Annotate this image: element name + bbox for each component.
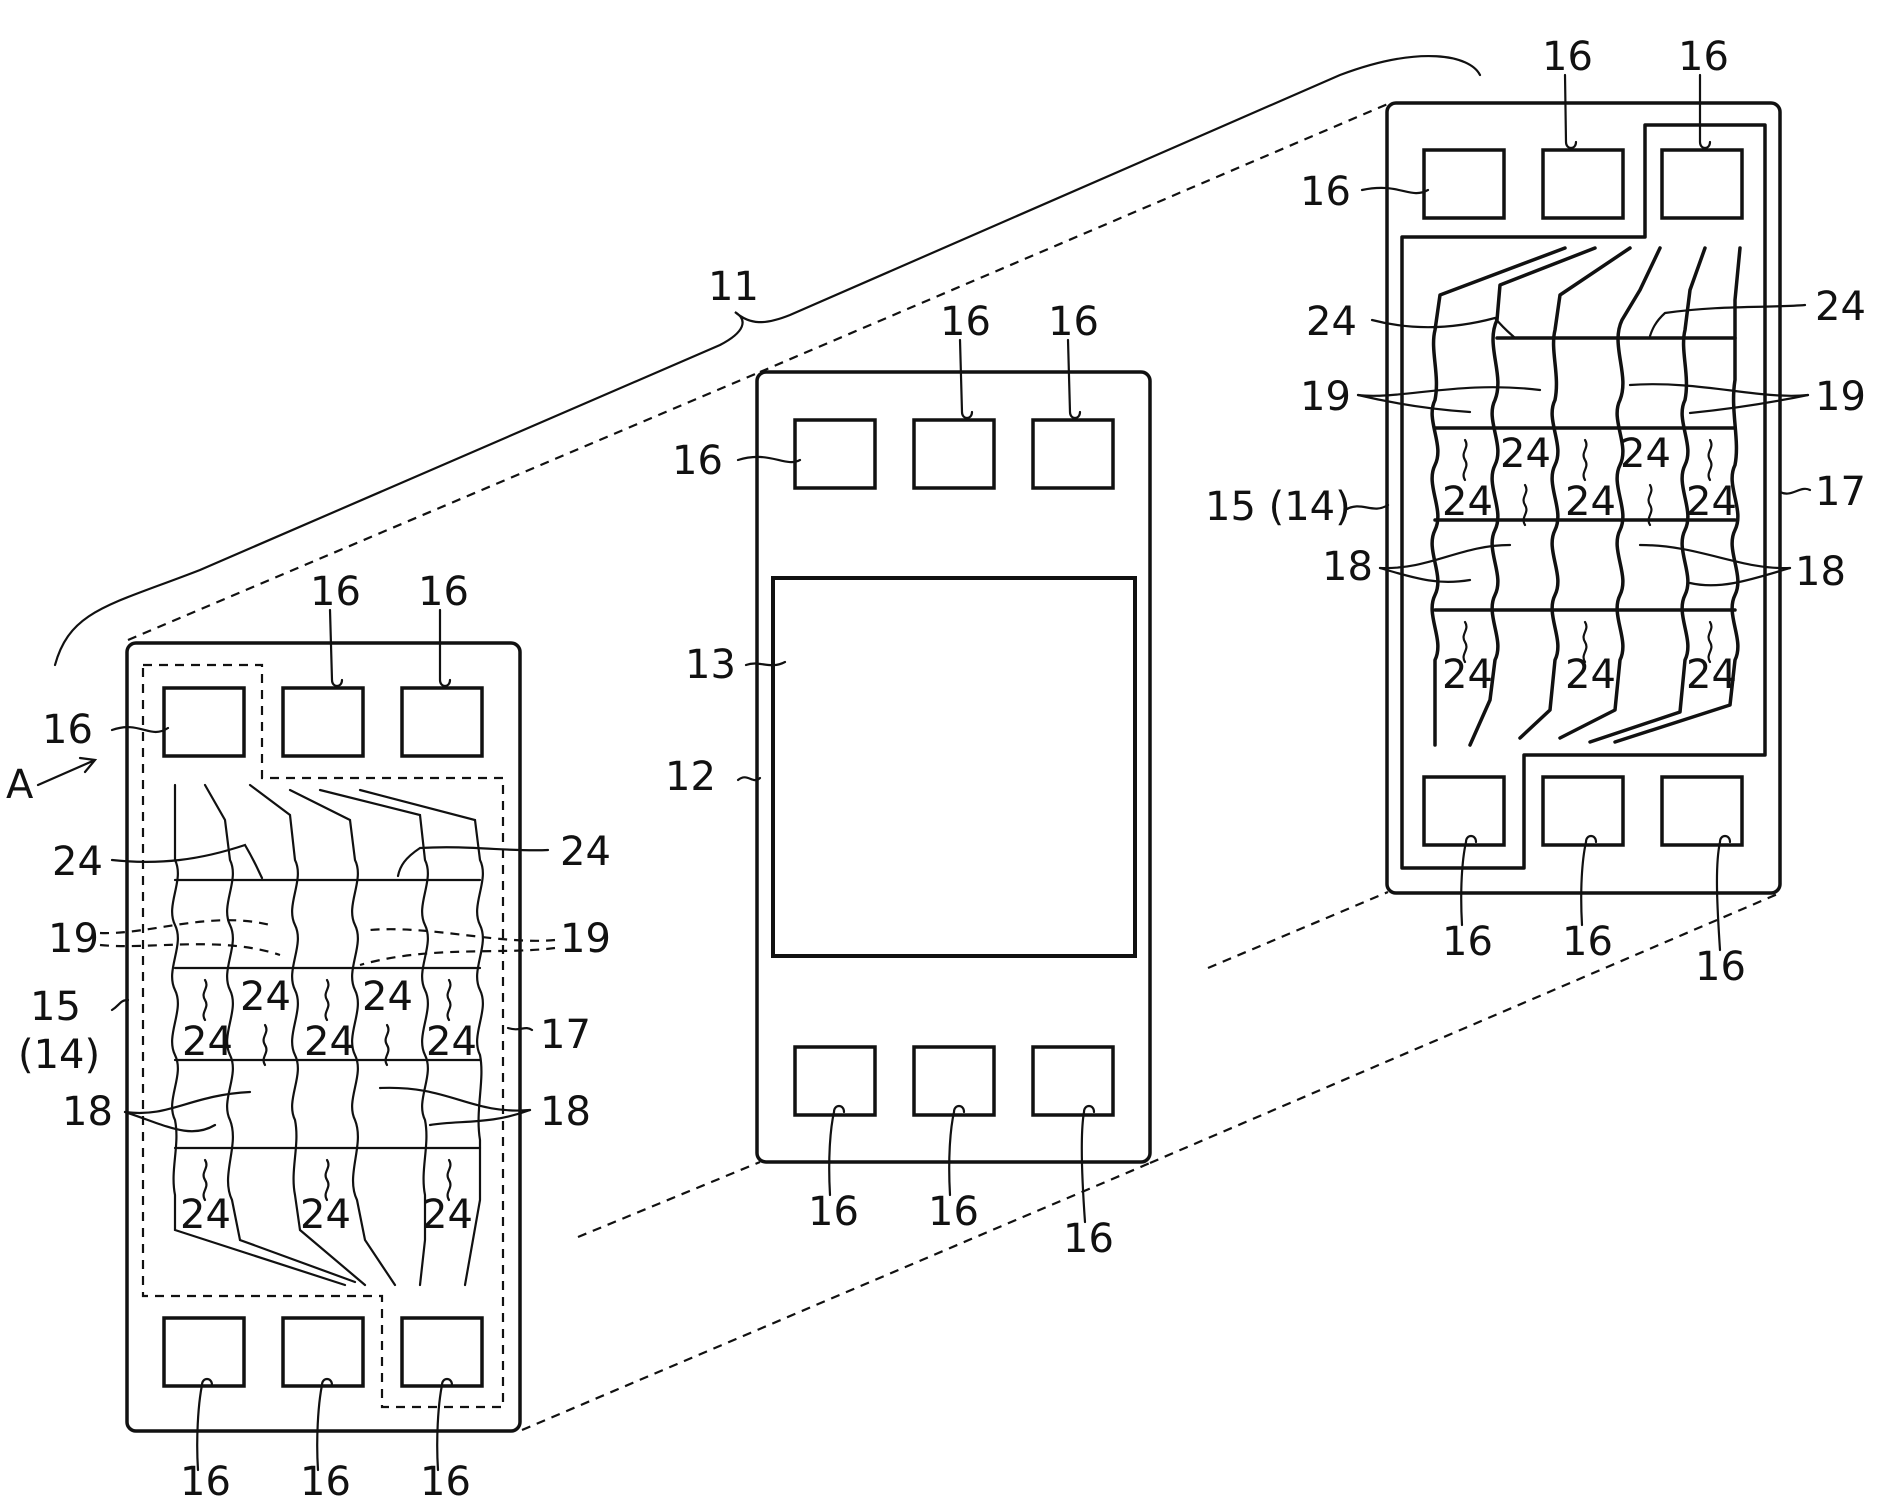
left-label-wire-24f: 24: [304, 1019, 355, 1065]
center-pad-top-2: [914, 420, 994, 488]
right-label-pad-6: 16: [1695, 944, 1746, 990]
right-label-wire-24g: 24: [1686, 479, 1737, 525]
right-label-wire-24j: 24: [1686, 652, 1737, 698]
right-label-wire-24c: 24: [1500, 431, 1551, 477]
left-panel: A 16 16 16 24 24 19 19 15 (14) 17 18 18 …: [6, 569, 611, 1502]
center-pad-bot-3: [1033, 1047, 1113, 1115]
left-label-group-18b: 18: [540, 1089, 591, 1135]
left-label-wire-24g: 24: [426, 1019, 477, 1065]
left-label-pad-6: 16: [420, 1459, 471, 1502]
left-pad-top-1: [164, 688, 244, 756]
center-label-chip-13: 13: [685, 642, 736, 688]
left-label-pad-1: 16: [42, 707, 93, 753]
right-pad-top-2: [1543, 150, 1623, 218]
left-label-wire-24j: 24: [422, 1192, 473, 1238]
left-label-layer-15: 15: [30, 984, 81, 1030]
right-label-wire-24h: 24: [1442, 652, 1493, 698]
center-label-pad-4: 16: [808, 1189, 859, 1235]
left-label-wire-24c: 24: [240, 974, 291, 1020]
left-label-layer-14: (14): [18, 1032, 100, 1078]
center-panel: 16 16 16 13 12 16 16 16: [665, 299, 1150, 1262]
right-label-crossing-19b: 19: [1815, 374, 1866, 420]
left-label-boundary-17: 17: [540, 1012, 591, 1058]
right-label-pad-2: 16: [1542, 34, 1593, 80]
right-label-wire-24d: 24: [1620, 431, 1671, 477]
left-pad-bot-2: [283, 1318, 363, 1386]
left-label-wire-24h: 24: [180, 1192, 231, 1238]
right-label-wire-24e: 24: [1442, 479, 1493, 525]
center-chip-region: [773, 578, 1135, 956]
left-label-pad-4: 16: [180, 1459, 231, 1502]
right-label-group-18b: 18: [1795, 549, 1846, 595]
left-label-group-18a: 18: [62, 1089, 113, 1135]
left-pad-top-2: [283, 688, 363, 756]
left-label-wire-24b: 24: [560, 829, 611, 875]
center-label-substrate-12: 12: [665, 754, 716, 800]
right-pad-bot-2: [1543, 777, 1623, 845]
center-pad-bot-1: [795, 1047, 875, 1115]
right-label-group-18a: 18: [1322, 544, 1373, 590]
left-pad-bot-1: [164, 1318, 244, 1386]
left-label-crossing-19b: 19: [560, 916, 611, 962]
left-label-crossing-19a: 19: [48, 916, 99, 962]
center-label-pad-1: 16: [672, 438, 723, 484]
right-label-wire-24i: 24: [1565, 652, 1616, 698]
right-label-wire-24f: 24: [1565, 479, 1616, 525]
right-label-wire-24b: 24: [1815, 284, 1866, 330]
right-panel: 16 16 16 24 24 19 19 15 (14) 17 18 18 24…: [1205, 34, 1866, 990]
left-label-pad-5: 16: [300, 1459, 351, 1502]
right-label-crossing-19a: 19: [1300, 374, 1351, 420]
view-arrow-icon: [38, 758, 95, 785]
right-pad-bot-3: [1662, 777, 1742, 845]
left-label-wire-24e: 24: [182, 1019, 233, 1065]
right-label-wire-24a: 24: [1306, 299, 1357, 345]
right-label-pad-1: 16: [1300, 169, 1351, 215]
center-label-pad-6: 16: [1063, 1216, 1114, 1262]
left-label-wire-24d: 24: [362, 974, 413, 1020]
center-label-pad-3: 16: [1048, 299, 1099, 345]
right-label-pad-3: 16: [1678, 34, 1729, 80]
center-pad-bot-2: [914, 1047, 994, 1115]
right-pad-top-1: [1424, 150, 1504, 218]
left-pad-bot-3: [402, 1318, 482, 1386]
label-view-arrow: A: [6, 762, 34, 808]
left-label-wire-24a: 24: [52, 839, 103, 885]
center-pad-top-1: [795, 420, 875, 488]
left-label-pad-3: 16: [418, 569, 469, 615]
assembly-brace: [55, 56, 1480, 665]
right-label-boundary-17: 17: [1815, 469, 1866, 515]
center-pad-top-3: [1033, 420, 1113, 488]
left-label-pad-2: 16: [310, 569, 361, 615]
right-label-pad-4: 16: [1442, 919, 1493, 965]
right-pad-top-3: [1662, 150, 1742, 218]
left-label-wire-24i: 24: [300, 1192, 351, 1238]
left-pad-top-3: [402, 688, 482, 756]
right-pad-bot-1: [1424, 777, 1504, 845]
label-assembly: 11: [708, 264, 759, 310]
center-label-pad-2: 16: [940, 299, 991, 345]
right-label-layer-15-14: 15 (14): [1205, 484, 1351, 530]
center-label-pad-5: 16: [928, 1189, 979, 1235]
right-label-pad-5: 16: [1562, 919, 1613, 965]
